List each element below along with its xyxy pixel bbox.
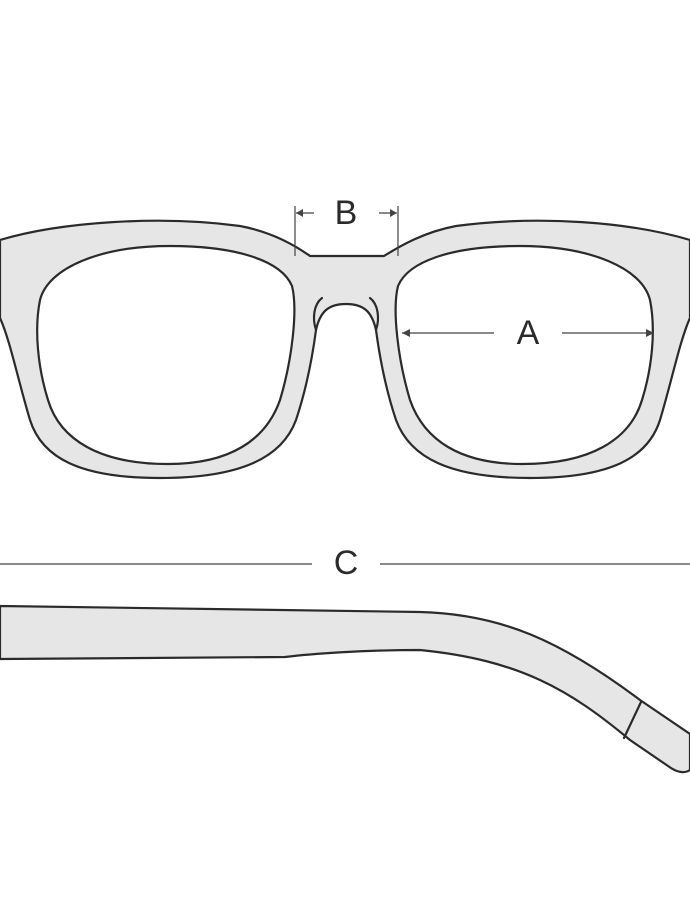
frame-front	[0, 219, 690, 480]
temple-arm	[0, 604, 690, 774]
dimension-b-right-arrow	[390, 209, 397, 217]
bridge-pad-right	[368, 296, 380, 332]
dimension-a-right-arrow	[646, 329, 654, 337]
temple-tip-divider	[622, 700, 643, 740]
dimension-b-left-arrow	[296, 209, 303, 217]
dimension-a-left-arrow	[402, 329, 410, 337]
dimension-a-label: A	[510, 316, 546, 350]
dimension-b-label: B	[334, 194, 358, 232]
bridge-pad-left	[312, 296, 324, 332]
dimension-c-label: C	[327, 546, 365, 580]
